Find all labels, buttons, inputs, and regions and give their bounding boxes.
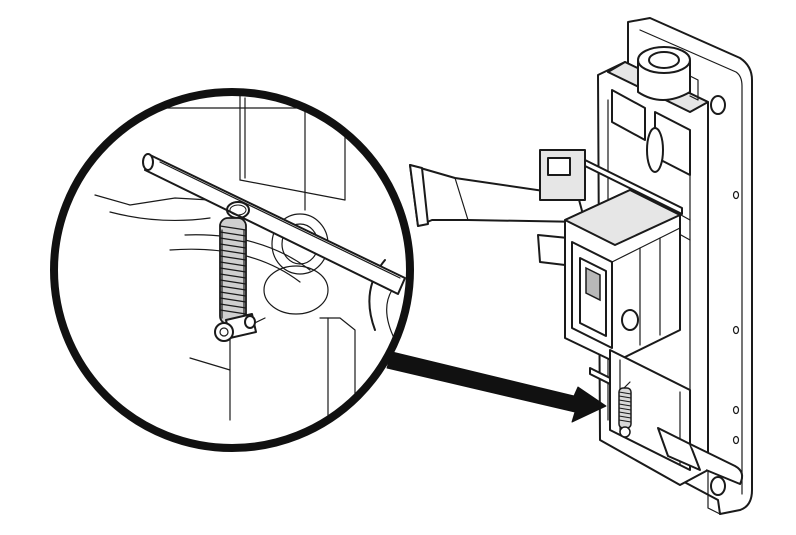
bracket-assembly bbox=[409, 17, 753, 515]
magnified-detail bbox=[50, 88, 414, 452]
swing-arm bbox=[409, 149, 591, 269]
lower-bracket bbox=[609, 349, 744, 485]
spring-anchor-pin bbox=[214, 313, 257, 342]
spring-small bbox=[618, 381, 632, 438]
central-hub bbox=[564, 189, 681, 363]
spring-large bbox=[219, 217, 247, 325]
callout-arrow bbox=[386, 351, 607, 423]
top-knob bbox=[637, 46, 699, 101]
